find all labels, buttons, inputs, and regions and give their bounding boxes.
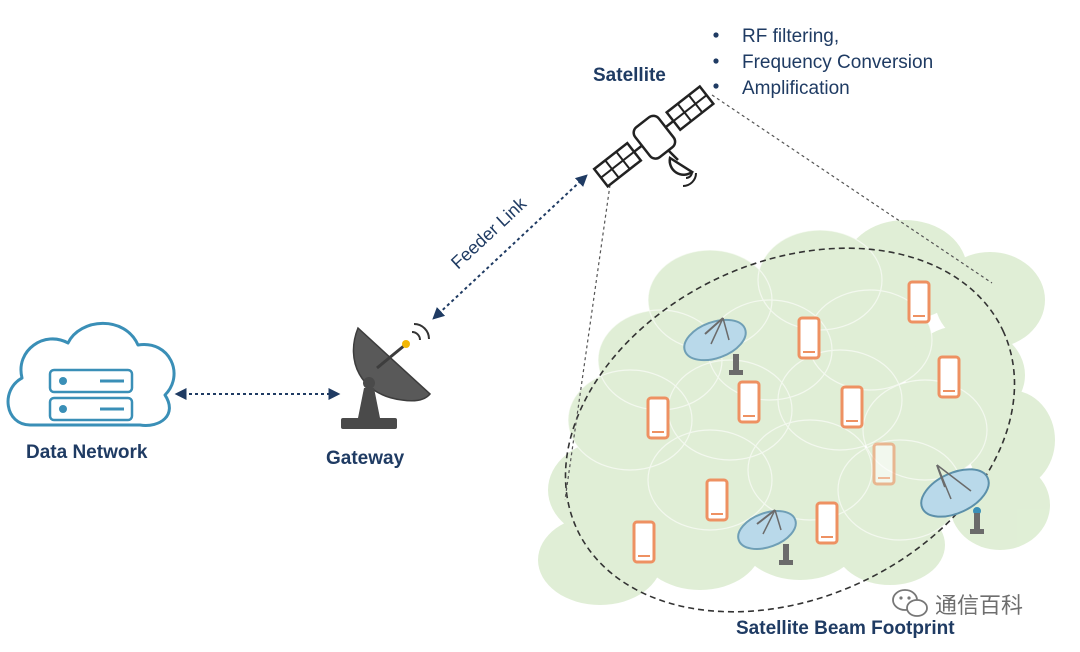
feeder-link-arrow — [432, 174, 588, 320]
satellite-icon — [592, 84, 716, 189]
beam-footprint-label: Satellite Beam Footprint — [736, 618, 955, 639]
mobile-phone-icon — [937, 355, 961, 399]
beam-footprint-boundary — [564, 247, 1016, 613]
mobile-phone-icon — [872, 442, 896, 486]
satellite-dish-icon — [341, 323, 432, 429]
bullet-dot — [713, 58, 719, 64]
beam-edge-right — [711, 94, 993, 284]
data-network-label: Data Network — [26, 442, 148, 463]
feeder-link-label: Feeder Link — [447, 193, 531, 273]
phones-group — [632, 280, 961, 564]
watermark-text: 通信百科 — [935, 594, 1023, 619]
vsat-dish-icon — [683, 317, 747, 375]
mobile-phone-icon — [705, 478, 729, 522]
satellite-function-item: Amplification — [742, 78, 850, 99]
mobile-phone-icon — [797, 316, 821, 360]
satellite-function-item: RF filtering, — [742, 26, 839, 47]
bullet-dot — [713, 83, 719, 89]
mobile-phone-icon — [737, 380, 761, 424]
mobile-phone-icon — [907, 280, 931, 324]
mobile-phone-icon — [646, 396, 670, 440]
cloud-server-icon — [6, 322, 176, 427]
wechat-icon — [892, 589, 928, 617]
satellite-label: Satellite — [593, 65, 666, 86]
watermark: 通信百科 — [892, 589, 1023, 619]
vsat-dish-icon — [737, 509, 797, 565]
satellite-function-item: Frequency Conversion — [742, 52, 933, 73]
vsat-dish-icon — [920, 464, 990, 534]
beam-edge-left — [564, 184, 611, 501]
mobile-phone-icon — [815, 501, 839, 545]
mobile-phone-icon — [632, 520, 656, 564]
mobile-phone-icon — [840, 385, 864, 429]
beam-cells — [538, 220, 1055, 605]
gateway-label: Gateway — [326, 448, 405, 469]
satellite-function-list: RF filtering, Frequency Conversion Ampli… — [713, 26, 933, 99]
bullet-dot — [713, 32, 719, 38]
